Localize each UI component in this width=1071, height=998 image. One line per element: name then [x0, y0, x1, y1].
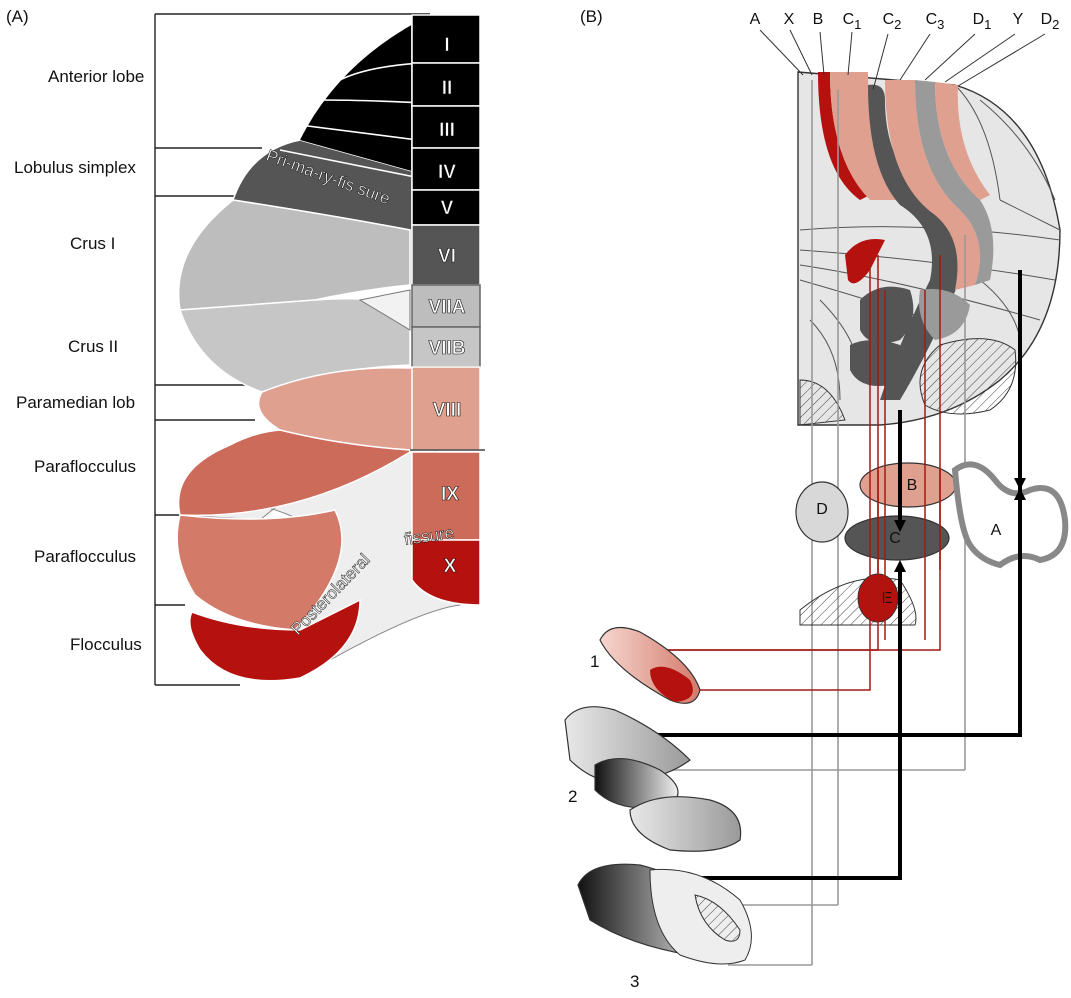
input-3: 3	[578, 864, 751, 991]
input-1-label: 1	[590, 652, 599, 671]
nucleus-c-label: C	[889, 530, 901, 547]
svg-text:B: B	[813, 11, 824, 28]
svg-text:C2: C2	[883, 11, 902, 32]
svg-text:A: A	[750, 11, 761, 28]
zone-c2-lobule-2	[850, 340, 901, 386]
zone-label-c2: C2	[883, 11, 902, 32]
input-2: 2	[565, 707, 741, 852]
svg-text:D2: D2	[1041, 11, 1060, 32]
label-crus-ii: Crus II	[68, 337, 118, 356]
nucleus-b-label: B	[907, 477, 918, 494]
lobule-i: I	[444, 35, 449, 56]
zone-label-a: A	[750, 11, 761, 28]
svg-text:Y: Y	[1013, 11, 1024, 28]
svg-text:C3: C3	[926, 11, 945, 32]
input-2-bottom	[630, 797, 741, 852]
hatched-region-right	[920, 339, 1016, 414]
zone-label-c3: C3	[926, 11, 945, 32]
lobule-v: V	[441, 198, 454, 219]
lobule-viii: VIII	[433, 400, 462, 421]
label-paraflocculus-1: Paraflocculus	[34, 457, 136, 476]
zone-label-y: Y	[1013, 11, 1024, 28]
lobule-viib: VIIB	[429, 338, 466, 359]
lobule-x: X	[444, 556, 457, 577]
svg-text:C1: C1	[843, 11, 862, 32]
lobule-ii: II	[442, 78, 453, 99]
lobule-iii: III	[439, 120, 455, 141]
label-paraflocculus-2: Paraflocculus	[34, 547, 136, 566]
panel-a-label: (A)	[6, 7, 29, 26]
label-anterior-lobe: Anterior lobe	[48, 67, 144, 86]
zone-label-b: B	[813, 11, 824, 28]
lobule-vi: VI	[438, 246, 456, 267]
zone-label-c1: C1	[843, 11, 862, 32]
label-crus-i: Crus I	[70, 234, 115, 253]
nucleus-e-label: E	[882, 590, 893, 607]
label-lobulus-simplex: Lobulus simplex	[14, 158, 136, 177]
label-paramedian-lob: Paramedian lob	[16, 393, 135, 412]
nucleus-a	[955, 464, 1065, 565]
panel-b-label: (B)	[580, 7, 603, 26]
lobule-ix: IX	[441, 484, 459, 505]
zone-label-d2: D2	[1041, 11, 1060, 32]
lobule-viia: VIIA	[429, 297, 466, 318]
svg-text:D1: D1	[973, 11, 992, 32]
label-flocculus: Flocculus	[70, 635, 142, 654]
zone-label-d1: D1	[973, 11, 992, 32]
input-1: 1	[590, 628, 700, 704]
panel-a-region-labels: Anterior lobe Lobulus simplex Crus I Cru…	[14, 67, 144, 654]
input-2-label: 2	[568, 787, 577, 806]
svg-text:X: X	[784, 11, 795, 28]
nucleus-d-label: D	[816, 501, 828, 518]
input-3-label: 3	[630, 972, 639, 991]
zone-labels: A X B C1 C2 C3 D1 Y D2	[750, 11, 1060, 32]
lobule-iv: IV	[438, 162, 456, 183]
zone-label-x: X	[784, 11, 795, 28]
nucleus-a-label: A	[991, 522, 1002, 539]
